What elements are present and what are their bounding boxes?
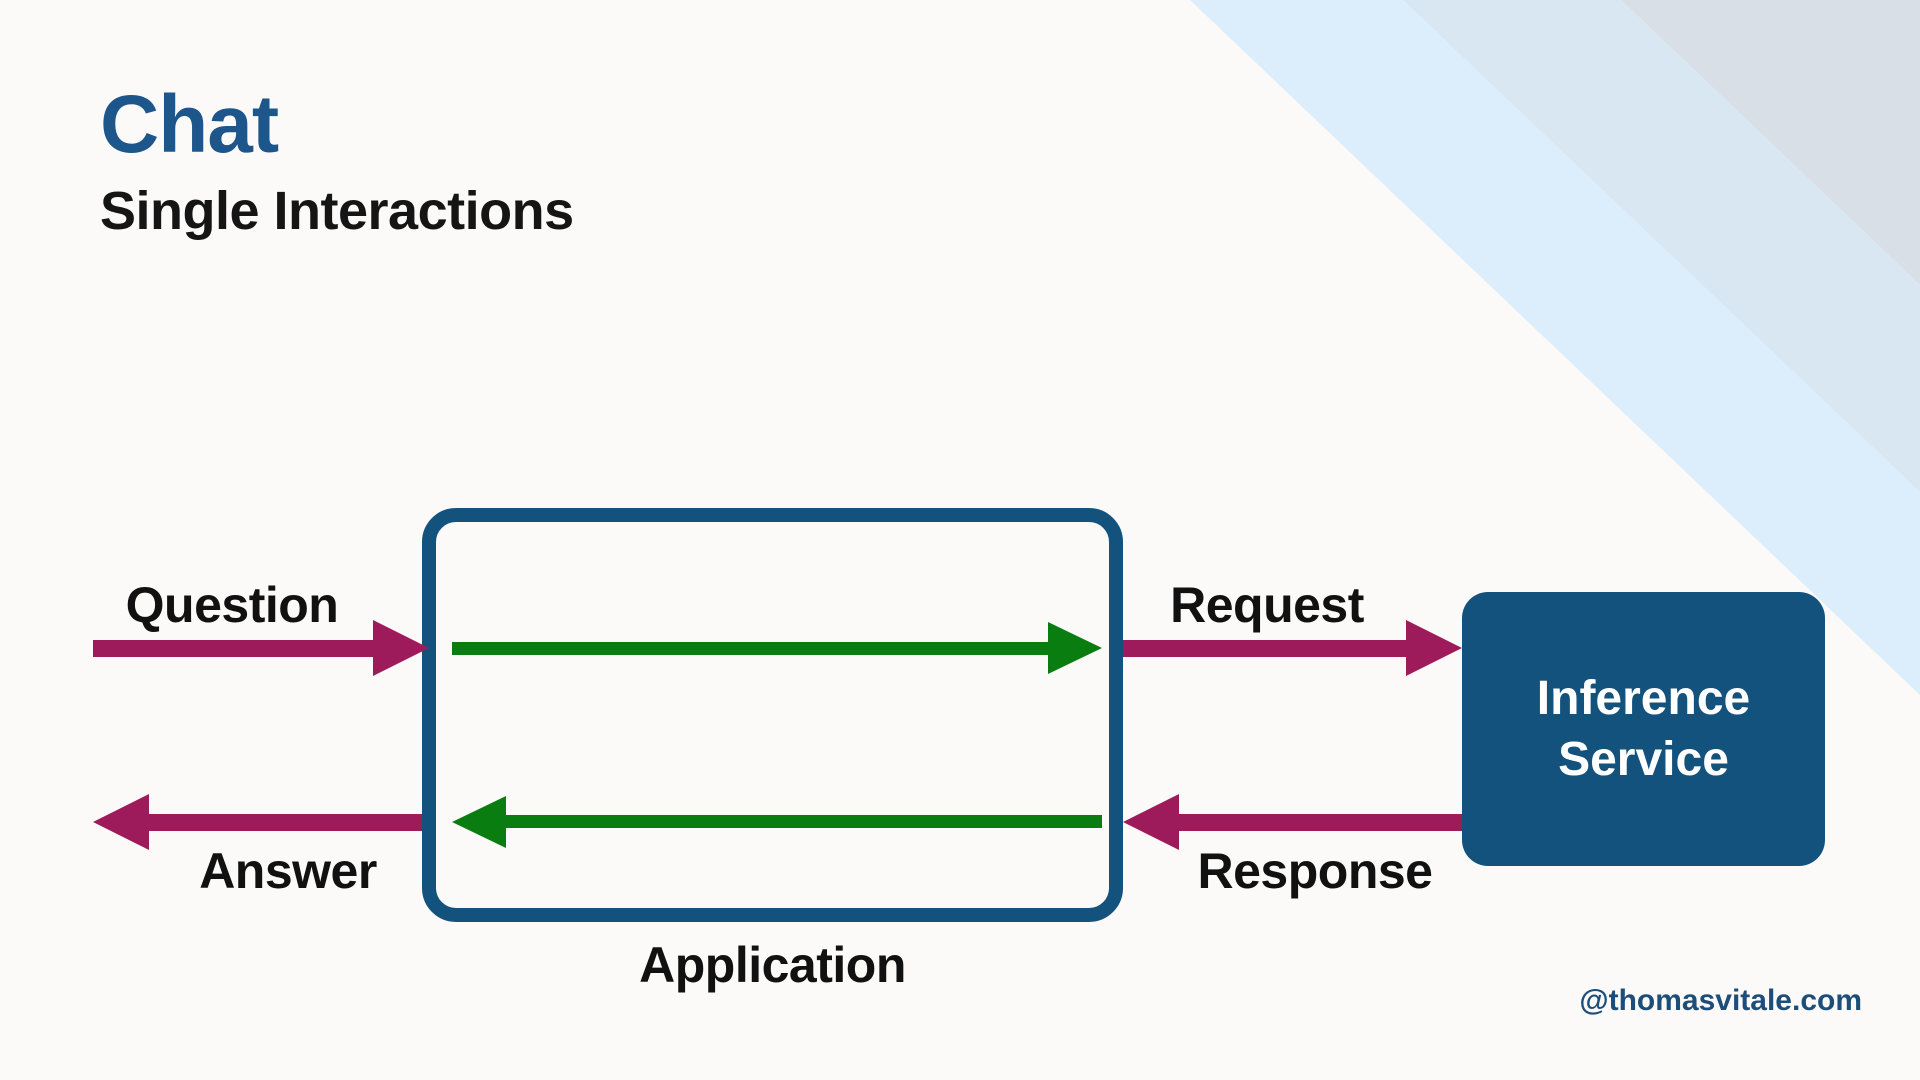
request-label: Request (1170, 577, 1364, 633)
answer-arrow-shaft (148, 814, 422, 831)
stripe-gray (1621, 0, 1920, 285)
stripe-mid-blue (1403, 0, 1920, 492)
internal-return-arrow-head-icon (452, 796, 506, 848)
response-arrow-shaft (1178, 814, 1462, 831)
request-arrow-shaft (1123, 640, 1407, 657)
answer-arrow-head-icon (93, 794, 149, 850)
response-arrow-head-icon (1123, 794, 1179, 850)
internal-forward-arrow-head-icon (1048, 622, 1102, 674)
application-box (422, 508, 1123, 922)
response-label: Response (1197, 843, 1433, 899)
stripe-light-blue (1190, 0, 1920, 695)
request-arrow-head-icon (1406, 620, 1462, 676)
answer-label: Answer (199, 843, 377, 899)
application-label: Application (639, 937, 906, 993)
inference-service-box: Inference Service (1462, 592, 1825, 866)
internal-return-arrow-shaft (505, 815, 1102, 828)
inference-service-label: Inference Service (1536, 671, 1751, 786)
page-title: Chat (100, 79, 279, 170)
page-subtitle: Single Interactions (100, 181, 574, 241)
question-arrow-shaft (93, 640, 375, 657)
question-arrow-head-icon (373, 620, 429, 676)
question-label: Question (125, 577, 339, 633)
watermark: @thomasvitale.com (1579, 984, 1862, 1017)
internal-forward-arrow-shaft (452, 642, 1050, 655)
